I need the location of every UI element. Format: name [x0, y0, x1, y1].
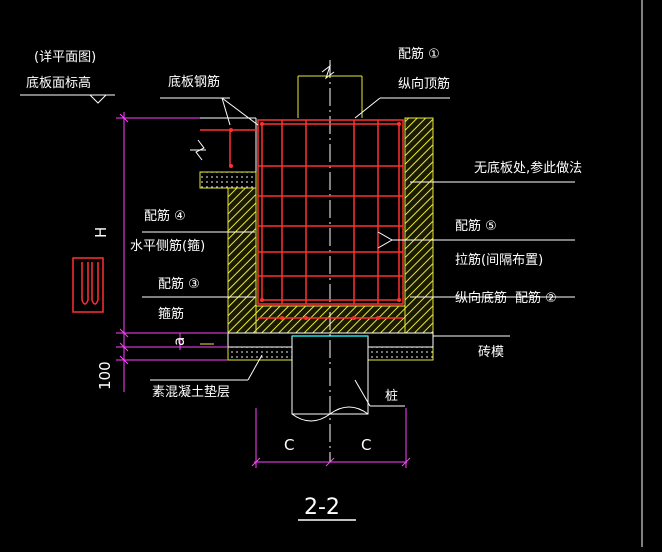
brick-form-label: 砖模 — [478, 345, 504, 360]
detail-ref-label: (详平面图) — [34, 50, 96, 65]
rebar-dots — [229, 122, 401, 320]
rebar4-title: 配筋 ④ — [144, 208, 186, 224]
cushion-label: 素混凝土垫层 — [152, 384, 230, 400]
rebar1-title: 配筋 ① — [398, 46, 440, 62]
leader-lines — [20, 94, 575, 407]
dim-c-right-label: C — [361, 436, 371, 454]
section-title: 2-2 — [304, 495, 340, 520]
rebar-cage — [200, 119, 404, 319]
no-slab-note: 无底板处,参此做法 — [474, 160, 582, 176]
slab-rebar-label: 底板钢筋 — [168, 74, 220, 90]
bottom-elevation-label: 底板面标高 — [26, 75, 91, 91]
pile-label: 桩 — [385, 389, 398, 404]
rebar4-name: 水平侧筋(箍) — [130, 238, 205, 254]
rebar5-name: 拉筋(间隔布置) — [455, 252, 543, 268]
rebar2-name: 纵向底筋 — [455, 290, 507, 306]
dim-c-left-label: C — [284, 436, 294, 454]
right-wall-hatch — [404, 117, 434, 334]
rebar-symbol — [72, 257, 104, 313]
left-wall-hatch — [227, 187, 257, 334]
axis-break — [321, 64, 335, 80]
dim-h-label: H — [92, 227, 110, 238]
rebar2-title: 配筋 ② — [515, 290, 557, 306]
dimension-lines — [116, 112, 411, 468]
dim-100-label: 100 — [96, 361, 114, 390]
rebar3-title: 配筋 ③ — [158, 276, 200, 292]
dim-a-label: a — [170, 337, 188, 346]
rebar1-name: 纵向顶筋 — [398, 76, 450, 92]
rebar5-title: 配筋 ⑤ — [455, 218, 497, 234]
rebar3-name: 箍筋 — [158, 306, 184, 322]
tie-hook — [377, 231, 394, 249]
slab-step — [199, 171, 257, 189]
